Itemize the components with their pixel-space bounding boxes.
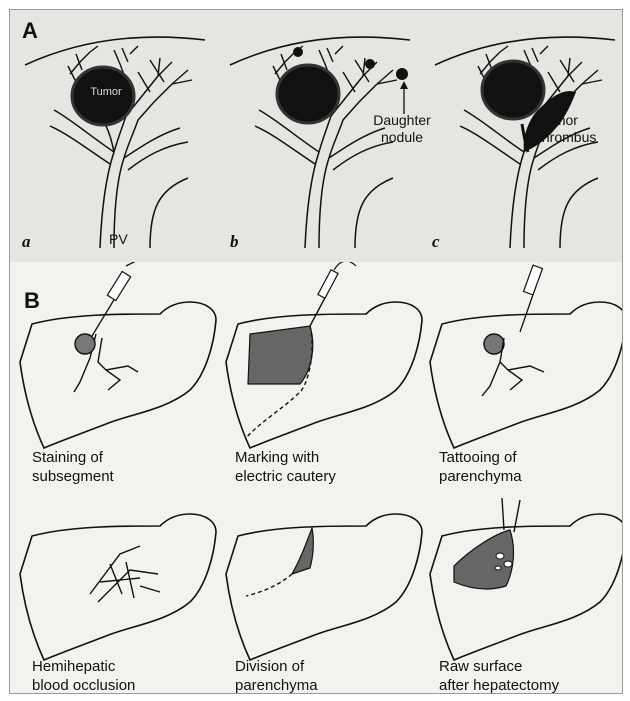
daughter-nodule [293, 47, 303, 57]
tumor-label: Tumor [86, 86, 126, 98]
pv-label: PV [109, 231, 128, 247]
liver-staining [20, 262, 216, 448]
panel-a: A [10, 10, 622, 262]
sub-label-c: c [432, 232, 440, 252]
liver-occlusion [20, 514, 216, 660]
diagram-a [25, 37, 205, 248]
figure: A [9, 9, 623, 694]
panel-a-illustration [10, 10, 622, 262]
liver-marking [226, 262, 422, 448]
liver-division [226, 514, 422, 660]
sub-label-a: a [22, 232, 31, 252]
liver-tattooing [430, 262, 622, 448]
panel-b: B [10, 262, 622, 693]
liver-raw-surface [430, 498, 622, 660]
sub-label-b: b [230, 232, 239, 252]
